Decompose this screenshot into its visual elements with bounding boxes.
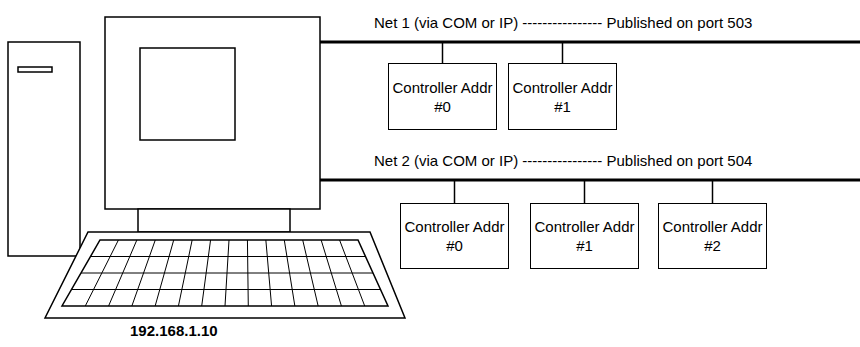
- key-divider: [123, 257, 130, 274]
- key-divider: [208, 240, 210, 257]
- key-divider: [164, 257, 169, 274]
- key-divider: [228, 240, 229, 257]
- key-divider: [132, 290, 138, 307]
- key-divider: [321, 240, 326, 257]
- key-divider: [269, 273, 270, 290]
- key-divider: [204, 273, 206, 290]
- ip-address: 192.168.1.10: [128, 322, 220, 340]
- controller-label: Controller Addr #2: [659, 217, 766, 255]
- key-divider: [110, 240, 118, 257]
- key-divider: [109, 290, 116, 307]
- key-divider: [189, 240, 192, 257]
- controller-label: Controller Addr #1: [509, 78, 616, 116]
- key-divider: [336, 290, 341, 307]
- key-divider: [116, 273, 123, 290]
- controller-label: Controller Addr #0: [401, 217, 508, 255]
- key-divider: [292, 290, 295, 307]
- key-divider: [358, 290, 364, 307]
- key-divider: [307, 257, 311, 274]
- key-divider: [227, 257, 228, 274]
- key-divider: [247, 240, 248, 257]
- key-divider: [247, 257, 248, 274]
- controller-box: Controller Addr #0: [400, 203, 509, 269]
- key-divider: [310, 273, 314, 290]
- drive-slot: [18, 67, 52, 72]
- key-divider: [352, 273, 358, 290]
- pc-tower: [8, 42, 80, 256]
- drop-line: [454, 180, 456, 203]
- key-divider: [206, 257, 208, 274]
- key-divider: [85, 290, 93, 307]
- key-divider: [340, 240, 346, 257]
- key-divider: [270, 290, 271, 307]
- network-bus: [320, 41, 860, 44]
- key-divider: [290, 273, 293, 290]
- key-divider: [314, 290, 318, 307]
- keyboard: [45, 232, 405, 318]
- controller-label: Controller Addr #0: [389, 78, 496, 116]
- key-divider: [130, 240, 137, 257]
- key-divider: [267, 257, 268, 274]
- key-divider: [226, 273, 227, 290]
- drop-line: [712, 180, 714, 203]
- key-divider: [287, 257, 290, 274]
- keyboard-keys: [62, 240, 388, 306]
- key-divider: [178, 290, 181, 307]
- controller-box: Controller Addr #0: [388, 63, 497, 130]
- key-divider: [326, 257, 331, 274]
- key-divider: [149, 240, 155, 257]
- key-divider: [102, 257, 110, 274]
- key-divider: [331, 273, 336, 290]
- network-label: Net 2 (via COM or IP) ---------------- P…: [372, 152, 754, 170]
- network-bus: [320, 179, 860, 182]
- key-divider: [169, 240, 174, 257]
- drop-line: [584, 180, 586, 203]
- key-divider: [346, 257, 352, 274]
- key-divider: [284, 240, 287, 257]
- key-divider: [225, 290, 226, 307]
- network-label: Net 1 (via COM or IP) ---------------- P…: [372, 14, 754, 32]
- controller-box: Controller Addr #2: [658, 203, 767, 269]
- key-divider: [185, 257, 188, 274]
- key-divider: [182, 273, 185, 290]
- key-divider: [94, 273, 102, 290]
- controller-label: Controller Addr #1: [531, 217, 638, 255]
- key-divider: [266, 240, 267, 257]
- drop-line: [562, 42, 564, 63]
- monitor-frame: [105, 17, 320, 209]
- key-divider: [247, 273, 248, 290]
- drop-line: [442, 42, 444, 63]
- monitor-stand: [138, 209, 290, 232]
- key-divider: [202, 290, 204, 307]
- key-divider: [160, 273, 165, 290]
- key-divider: [144, 257, 150, 274]
- key-divider: [248, 290, 249, 307]
- controller-box: Controller Addr #1: [530, 203, 639, 269]
- controller-box: Controller Addr #1: [508, 63, 617, 130]
- monitor-screen: [140, 48, 235, 140]
- key-divider: [138, 273, 144, 290]
- key-divider: [155, 290, 160, 307]
- key-divider: [303, 240, 307, 257]
